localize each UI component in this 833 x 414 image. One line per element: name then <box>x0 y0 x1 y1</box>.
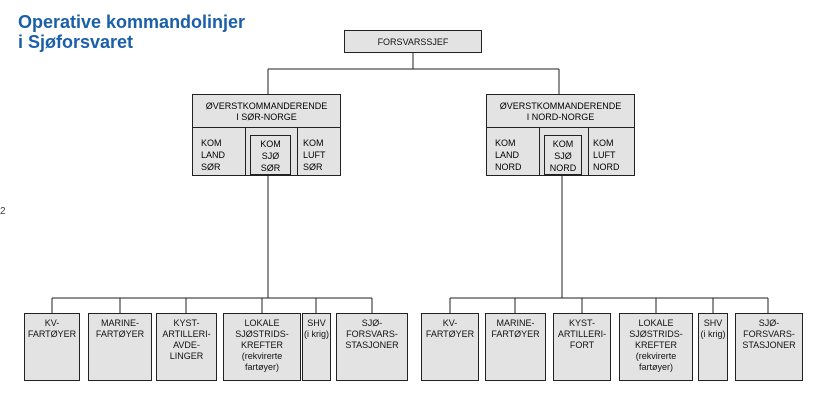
margin-mark: 2 <box>0 206 6 217</box>
divider <box>297 128 298 176</box>
node-forsvarssjef: FORSVARSSJEF <box>344 30 482 53</box>
unit-north-lokale-sjostridskrefter: LOKALE SJØSTRIDS- KREFTER (rekvirerte fa… <box>619 313 693 381</box>
unit-north-sjoforsvarsstasjoner: SJØ- FORSVARS- STASJONER <box>735 313 803 381</box>
title-line-1: Operative kommandolinjer <box>18 12 246 32</box>
divider <box>245 128 246 176</box>
divider <box>539 128 540 176</box>
hq-south-label: ØVERSTKOMMANDERENDE I SØR-NORGE <box>193 95 340 128</box>
unit-north-kystartillerifort: KYST- ARTILLERI- FORT <box>553 313 611 381</box>
unit-south-kv-fartoyer: KV- FARTØYER <box>24 313 80 381</box>
node-kom-sjo-sor: KOM SJØ SØR <box>250 135 291 175</box>
divider <box>588 128 589 176</box>
title-line-2: i Sjøforsvaret <box>18 32 134 52</box>
unit-south-marine-fartoyer: MARINE- FARTØYER <box>88 313 152 381</box>
node-kom-sjo-nord: KOM SJØ NORD <box>544 135 582 175</box>
node-kom-land-sor: KOM LAND SØR <box>201 138 226 172</box>
node-kom-luft-sor: KOM LUFT SØR <box>303 138 326 172</box>
unit-south-lokale-sjostridskrefter: LOKALE SJØSTRIDS- KREFTER (rekvirerte fa… <box>223 313 301 381</box>
node-hq-south: ØVERSTKOMMANDERENDE I SØR-NORGE KOM LAND… <box>192 94 341 176</box>
unit-south-sjoforsvarsstasjoner: SJØ- FORSVARS- STASJONER <box>336 313 408 381</box>
chart-title: Operative kommandolinjer i Sjøforsvaret <box>18 12 245 52</box>
unit-south-kystartilleri: KYST- ARTILLERI- AVDE- LINGER <box>156 313 217 381</box>
node-kom-land-nord: KOM LAND NORD <box>495 138 522 172</box>
unit-north-shv: SHV (i krig) <box>698 313 728 381</box>
unit-north-marine-fartoyer: MARINE- FARTØYER <box>485 313 546 381</box>
node-hq-north: ØVERSTKOMMANDERENDE I NORD-NORGE KOM LAN… <box>486 94 635 176</box>
node-kom-luft-nord: KOM LUFT NORD <box>593 138 620 172</box>
hq-north-label: ØVERSTKOMMANDERENDE I NORD-NORGE <box>487 95 634 128</box>
unit-south-shv: SHV (i krig) <box>302 313 331 381</box>
unit-north-kv-fartoyer: KV- FARTØYER <box>421 313 479 381</box>
